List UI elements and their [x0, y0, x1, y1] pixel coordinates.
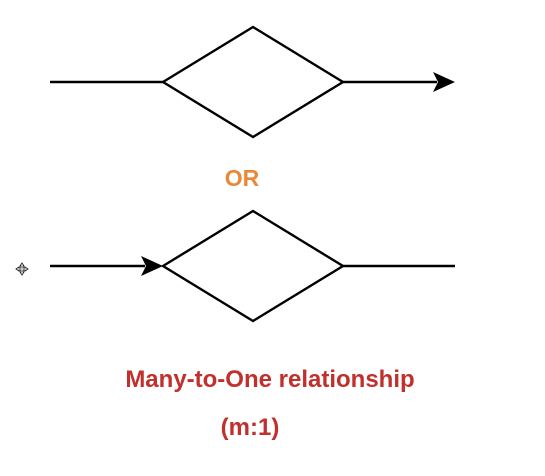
bottom-relationship-diamond — [160, 209, 346, 323]
bottom-arrowhead-icon — [141, 256, 163, 276]
top-relationship-notation — [50, 25, 455, 139]
caption-title: Many-to-One relationship — [125, 366, 415, 393]
move-cursor-icon — [15, 262, 29, 276]
bottom-relationship-notation — [50, 209, 455, 323]
caption-notation: (m:1) — [220, 414, 280, 441]
top-arrowhead-icon — [433, 72, 455, 92]
top-relationship-diamond — [160, 25, 346, 139]
or-separator-label: OR — [224, 165, 260, 191]
